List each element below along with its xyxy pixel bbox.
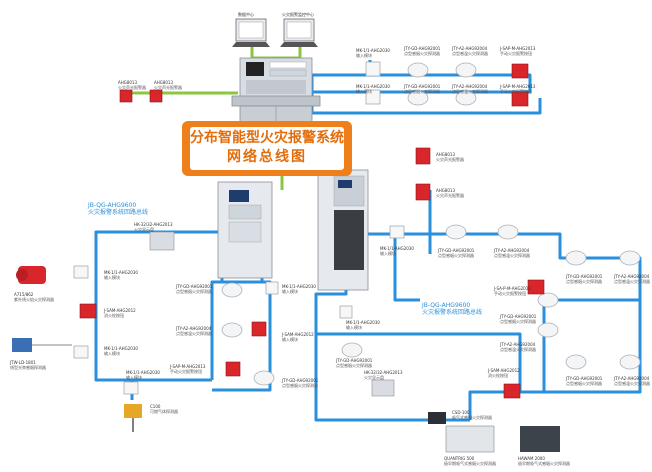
banner-title: 分布智能型火灾报警系统: [190, 130, 344, 146]
manual-call-points: [79, 63, 545, 399]
beam-detector: [12, 338, 72, 352]
gas-detector: [124, 404, 142, 432]
aspirating-detectors: [428, 412, 560, 453]
title-banner-inner: [190, 127, 344, 170]
pc-left: [232, 18, 270, 47]
controller-right: [317, 169, 369, 291]
banner-subtitle: 网络总线图: [227, 149, 307, 165]
input-modules: [73, 61, 405, 395]
flame-detector: [16, 266, 46, 284]
pc-right-label: 火灾报警监控中心: [282, 12, 314, 17]
controller-left: [217, 181, 273, 279]
pc-right: [280, 18, 318, 47]
pc-left-label: 数据中心: [238, 12, 254, 17]
display-panels: [149, 231, 395, 397]
smoke-detectors: [221, 62, 641, 386]
